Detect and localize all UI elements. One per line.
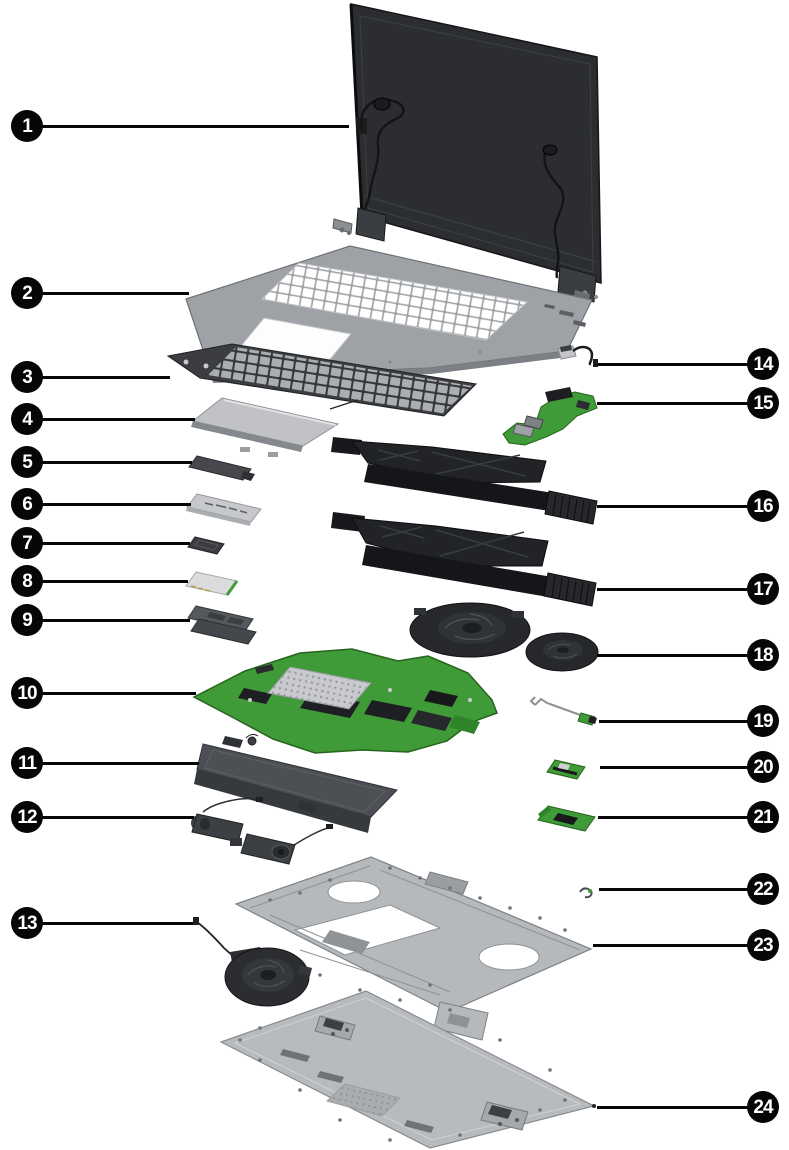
callout-line-9 xyxy=(42,618,190,622)
battery xyxy=(194,733,398,833)
callout-18: 18 xyxy=(747,639,779,671)
heat-sink-2 xyxy=(331,512,597,607)
callout-line-11 xyxy=(42,761,199,765)
touchpad xyxy=(191,397,340,457)
callout-line-4 xyxy=(42,417,195,421)
small-module-2 xyxy=(537,805,596,832)
system-board xyxy=(192,648,498,754)
callout-20: 20 xyxy=(747,751,779,783)
callout-19: 19 xyxy=(747,705,779,737)
callout-line-15 xyxy=(597,401,748,405)
callout-line-23 xyxy=(593,943,748,947)
callout-16: 16 xyxy=(747,490,779,522)
fin-block xyxy=(544,490,598,525)
callout-22: 22 xyxy=(747,873,779,905)
power-connector-cable xyxy=(557,345,598,367)
callout-15: 15 xyxy=(747,387,779,419)
callout-line-6 xyxy=(42,502,191,506)
callout-8: 8 xyxy=(11,565,43,597)
fin-block xyxy=(543,572,597,607)
hinge-bracket xyxy=(480,1101,529,1131)
vent-grid xyxy=(326,1083,401,1117)
callout-line-5 xyxy=(42,460,192,464)
wlan-module xyxy=(185,571,239,596)
callout-line-20 xyxy=(600,765,748,769)
heat-sink-1 xyxy=(331,437,598,525)
keyboard xyxy=(166,343,478,417)
callout-10: 10 xyxy=(11,677,43,709)
callout-13: 13 xyxy=(11,907,43,939)
memory-modules xyxy=(187,605,257,645)
callout-14: 14 xyxy=(747,348,779,380)
fan-opening xyxy=(478,943,540,971)
fan xyxy=(193,917,312,1007)
callout-6: 6 xyxy=(11,488,43,520)
callout-line-24 xyxy=(597,1105,748,1109)
hinge-right xyxy=(557,265,598,303)
callout-5: 5 xyxy=(11,446,43,478)
callout-line-1 xyxy=(42,124,349,128)
callout-17: 17 xyxy=(747,573,779,605)
callout-1: 1 xyxy=(11,110,43,142)
fan-opening xyxy=(327,880,381,904)
callout-line-10 xyxy=(42,691,196,695)
callout-9: 9 xyxy=(11,604,43,636)
hinge-left xyxy=(332,207,387,242)
callout-line-21 xyxy=(598,815,748,819)
callout-23: 23 xyxy=(747,929,779,961)
key-grid xyxy=(208,347,472,414)
bottom-cover xyxy=(219,990,596,1149)
callout-line-14 xyxy=(598,362,748,366)
callout-24: 24 xyxy=(747,1091,779,1123)
callout-line-19 xyxy=(599,719,748,723)
callout-line-7 xyxy=(42,541,190,545)
callout-line-22 xyxy=(599,887,748,891)
callout-3: 3 xyxy=(11,361,43,393)
rf-shield xyxy=(267,666,372,710)
bracket-clip xyxy=(579,887,593,899)
callout-line-3 xyxy=(42,375,170,379)
callout-4: 4 xyxy=(11,403,43,435)
top-cover xyxy=(185,245,593,383)
callout-7: 7 xyxy=(11,527,43,559)
callout-line-8 xyxy=(42,579,188,583)
callout-line-12 xyxy=(42,815,194,819)
keyboard-cutout xyxy=(260,262,529,341)
chassis-frame xyxy=(234,856,593,1041)
display-assembly xyxy=(332,3,602,303)
io-board xyxy=(502,387,598,446)
small-board xyxy=(187,536,225,555)
callout-2: 2 xyxy=(11,277,43,309)
antenna-cable-right xyxy=(543,151,565,279)
callout-line-2 xyxy=(42,291,189,295)
callout-line-17 xyxy=(597,587,748,591)
callout-line-18 xyxy=(597,653,748,657)
callout-21: 21 xyxy=(747,801,779,833)
fans xyxy=(409,602,599,672)
callout-12: 12 xyxy=(11,801,43,833)
hinge-bracket xyxy=(314,1015,356,1041)
small-module-1 xyxy=(546,759,586,780)
callout-11: 11 xyxy=(11,747,43,779)
sensor-cable xyxy=(529,696,597,726)
speakers xyxy=(191,797,333,865)
callout-line-16 xyxy=(597,504,748,508)
callout-line-13 xyxy=(42,921,193,925)
